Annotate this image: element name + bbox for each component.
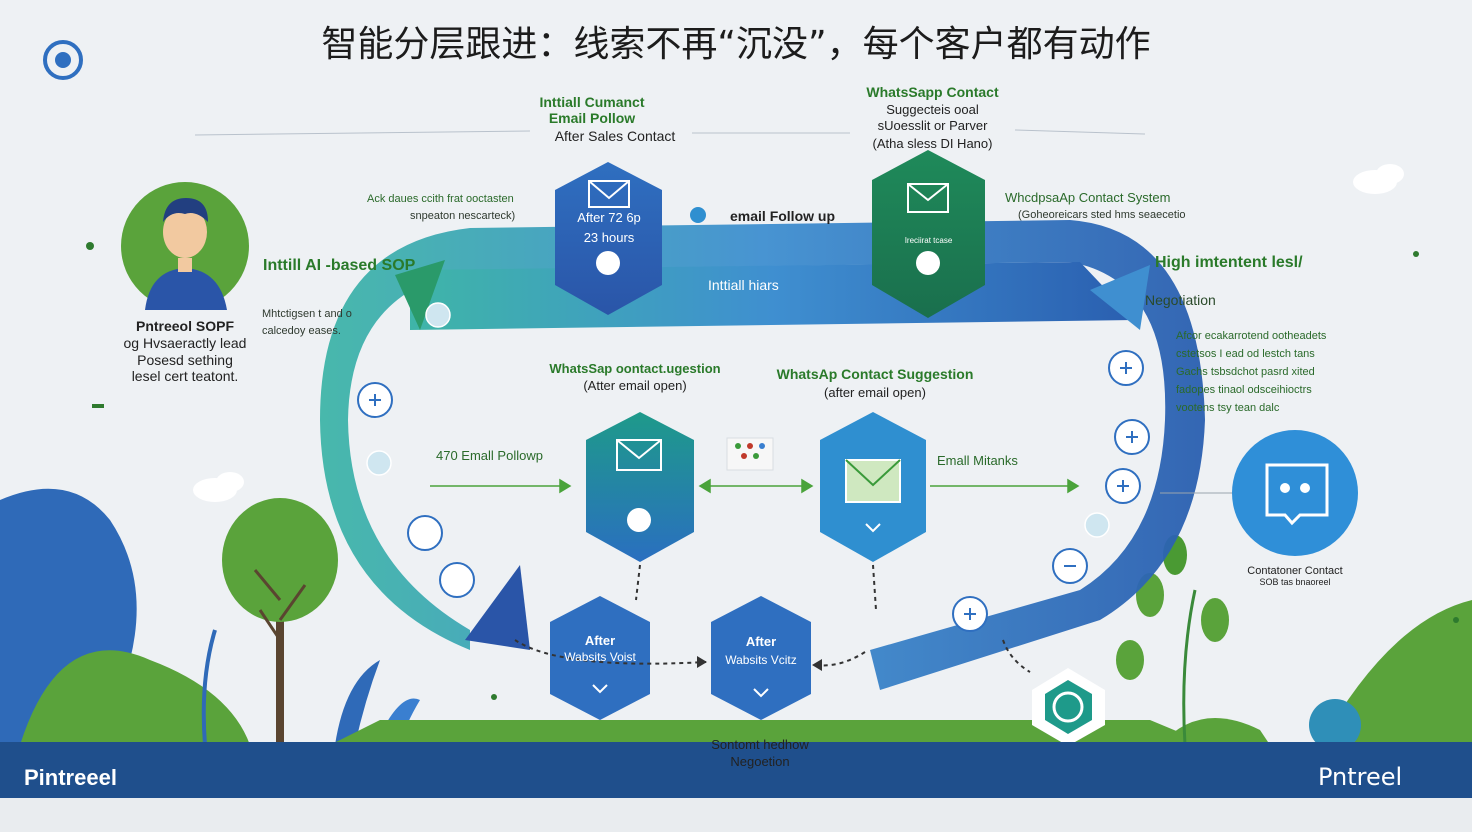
top-left-line1: Inttiall Cumanct <box>539 94 645 110</box>
flow-loop <box>320 220 1205 690</box>
envelope-icon <box>616 439 662 471</box>
center-left-line1: WhatsSap oontact.ugestion <box>549 361 721 376</box>
leaf-icon <box>335 660 380 745</box>
ground <box>330 720 1210 745</box>
right-desc-line: fadopes tinaol odsceihioctrs <box>1176 384 1312 396</box>
right-note-line1: WhcdpsaAp Contact System <box>1005 190 1171 205</box>
center-left-line2: (Atter email open) <box>583 378 687 393</box>
hex-after-2 <box>711 596 811 720</box>
email-mounts-label: Emall Mitanks <box>937 453 1018 468</box>
hex-after-2-line2: Wabsits Vcitz <box>725 653 797 667</box>
arc-label: Inttiall hiars <box>708 277 779 293</box>
chevron-down-icon <box>865 523 881 533</box>
left-bush <box>20 650 250 745</box>
top-right-line1: WhatsSapp Contact <box>866 84 999 100</box>
hex-email-top-line2: 23 hours <box>583 230 635 245</box>
fern-icon <box>201 629 217 746</box>
bottom-line1: Sontomt hedhow <box>711 737 809 752</box>
footer-logo-left: Pintreeel <box>24 765 117 790</box>
arrow-head-left <box>465 565 530 650</box>
cloud-icon <box>193 164 1404 502</box>
center-right-line2: (after email open) <box>824 385 926 400</box>
status-dots-icon <box>726 437 774 471</box>
top-right-line3: sUoesslit or Parver <box>877 118 988 133</box>
page-title: 智能分层跟进：线索不再“沉没”，每个客户都有动作 <box>321 24 1151 65</box>
hex-after-1-line2: Wabsits Voist <box>564 650 636 664</box>
persona-line2: og Hvsaeractly lead <box>123 335 247 351</box>
right-note-line2: (Goheoreicars sted hms seaecetio <box>1018 209 1186 221</box>
plus-icon <box>369 362 1138 620</box>
hex-after-2-line1: After <box>745 634 777 649</box>
sop-note-line2: calcedoy eases. <box>262 325 341 337</box>
sop-note-line1: Mhtctigsen t and o <box>262 308 352 320</box>
right-desc-line: Afcor ecakarrotend ootheadets <box>1176 330 1327 342</box>
tree-icon <box>222 498 338 745</box>
bottom-line2: Negoetion <box>730 754 790 769</box>
email-followup-label: email Follow up <box>730 208 836 224</box>
hex-whatsapp-top <box>872 150 985 318</box>
hex-whatsapp-center <box>586 412 694 562</box>
hex-after-1 <box>550 596 650 720</box>
center-right-line1: WhatsAp Contact Suggestion <box>776 366 974 382</box>
hex-email-top-line1: After 72 6p <box>577 210 641 225</box>
loop-nodes <box>357 350 1150 632</box>
top-left-line2: Email Pollow <box>548 110 636 126</box>
persona-line3: Posesd sething <box>137 352 233 368</box>
left-note-line1: Ack daues ccith frat ooctasten <box>367 193 514 205</box>
plant-icon <box>1116 535 1229 746</box>
top-right-line2: Suggecteis ooal <box>886 102 979 117</box>
hex-email-top <box>555 162 662 315</box>
contact-caption-line2: SOB tas bnaoreel <box>1259 577 1331 587</box>
right-desc-line: vootens tsy tean dalc <box>1176 402 1280 414</box>
contact-caption-line1: Contatoner Contact <box>1247 565 1343 577</box>
dot-icon <box>690 207 706 223</box>
top-right-line4: (Atha sless DI Hano) <box>872 136 993 151</box>
footer-bar <box>0 742 1472 798</box>
envelope-icon <box>845 459 901 503</box>
logo-icon <box>43 40 83 80</box>
chat-face-icon <box>1265 463 1329 526</box>
right-desc-line: Gachs tsbsdchot pasrd xited <box>1176 366 1315 378</box>
envelope-icon <box>588 180 630 208</box>
hex-after-1-line1: After <box>584 633 616 648</box>
negotiation-label: Negotiation <box>1145 292 1216 308</box>
email-70-label: 470 Emall Pollowp <box>436 448 543 463</box>
contact-circle <box>1232 430 1358 556</box>
right-hills <box>1320 600 1472 745</box>
hex-whatsapp-top-caption: Ireciirat tcase <box>904 236 953 245</box>
footer-logo-right: Pntreel <box>1318 763 1403 791</box>
left-note-line2: snpeaton nescarteck) <box>410 210 516 222</box>
persona-line4: lesel cert teatont. <box>131 368 239 384</box>
right-ball <box>1309 699 1361 751</box>
bottom-margin <box>0 798 1472 832</box>
sop-label: Inttill AI -based SOP <box>263 257 416 274</box>
envelope-icon <box>907 183 949 213</box>
arrow-head-right <box>1090 265 1150 330</box>
arrow-head-top <box>395 260 445 330</box>
top-left-line3: After Sales Contact <box>554 128 676 144</box>
high-intent-label: High imtentent lesl/ <box>1155 254 1303 271</box>
right-bush <box>1160 718 1270 745</box>
right-desc-line: cstetsos I ead od lestch tans <box>1176 348 1315 360</box>
persona-line1: Pntreeol SOPF <box>135 318 235 334</box>
